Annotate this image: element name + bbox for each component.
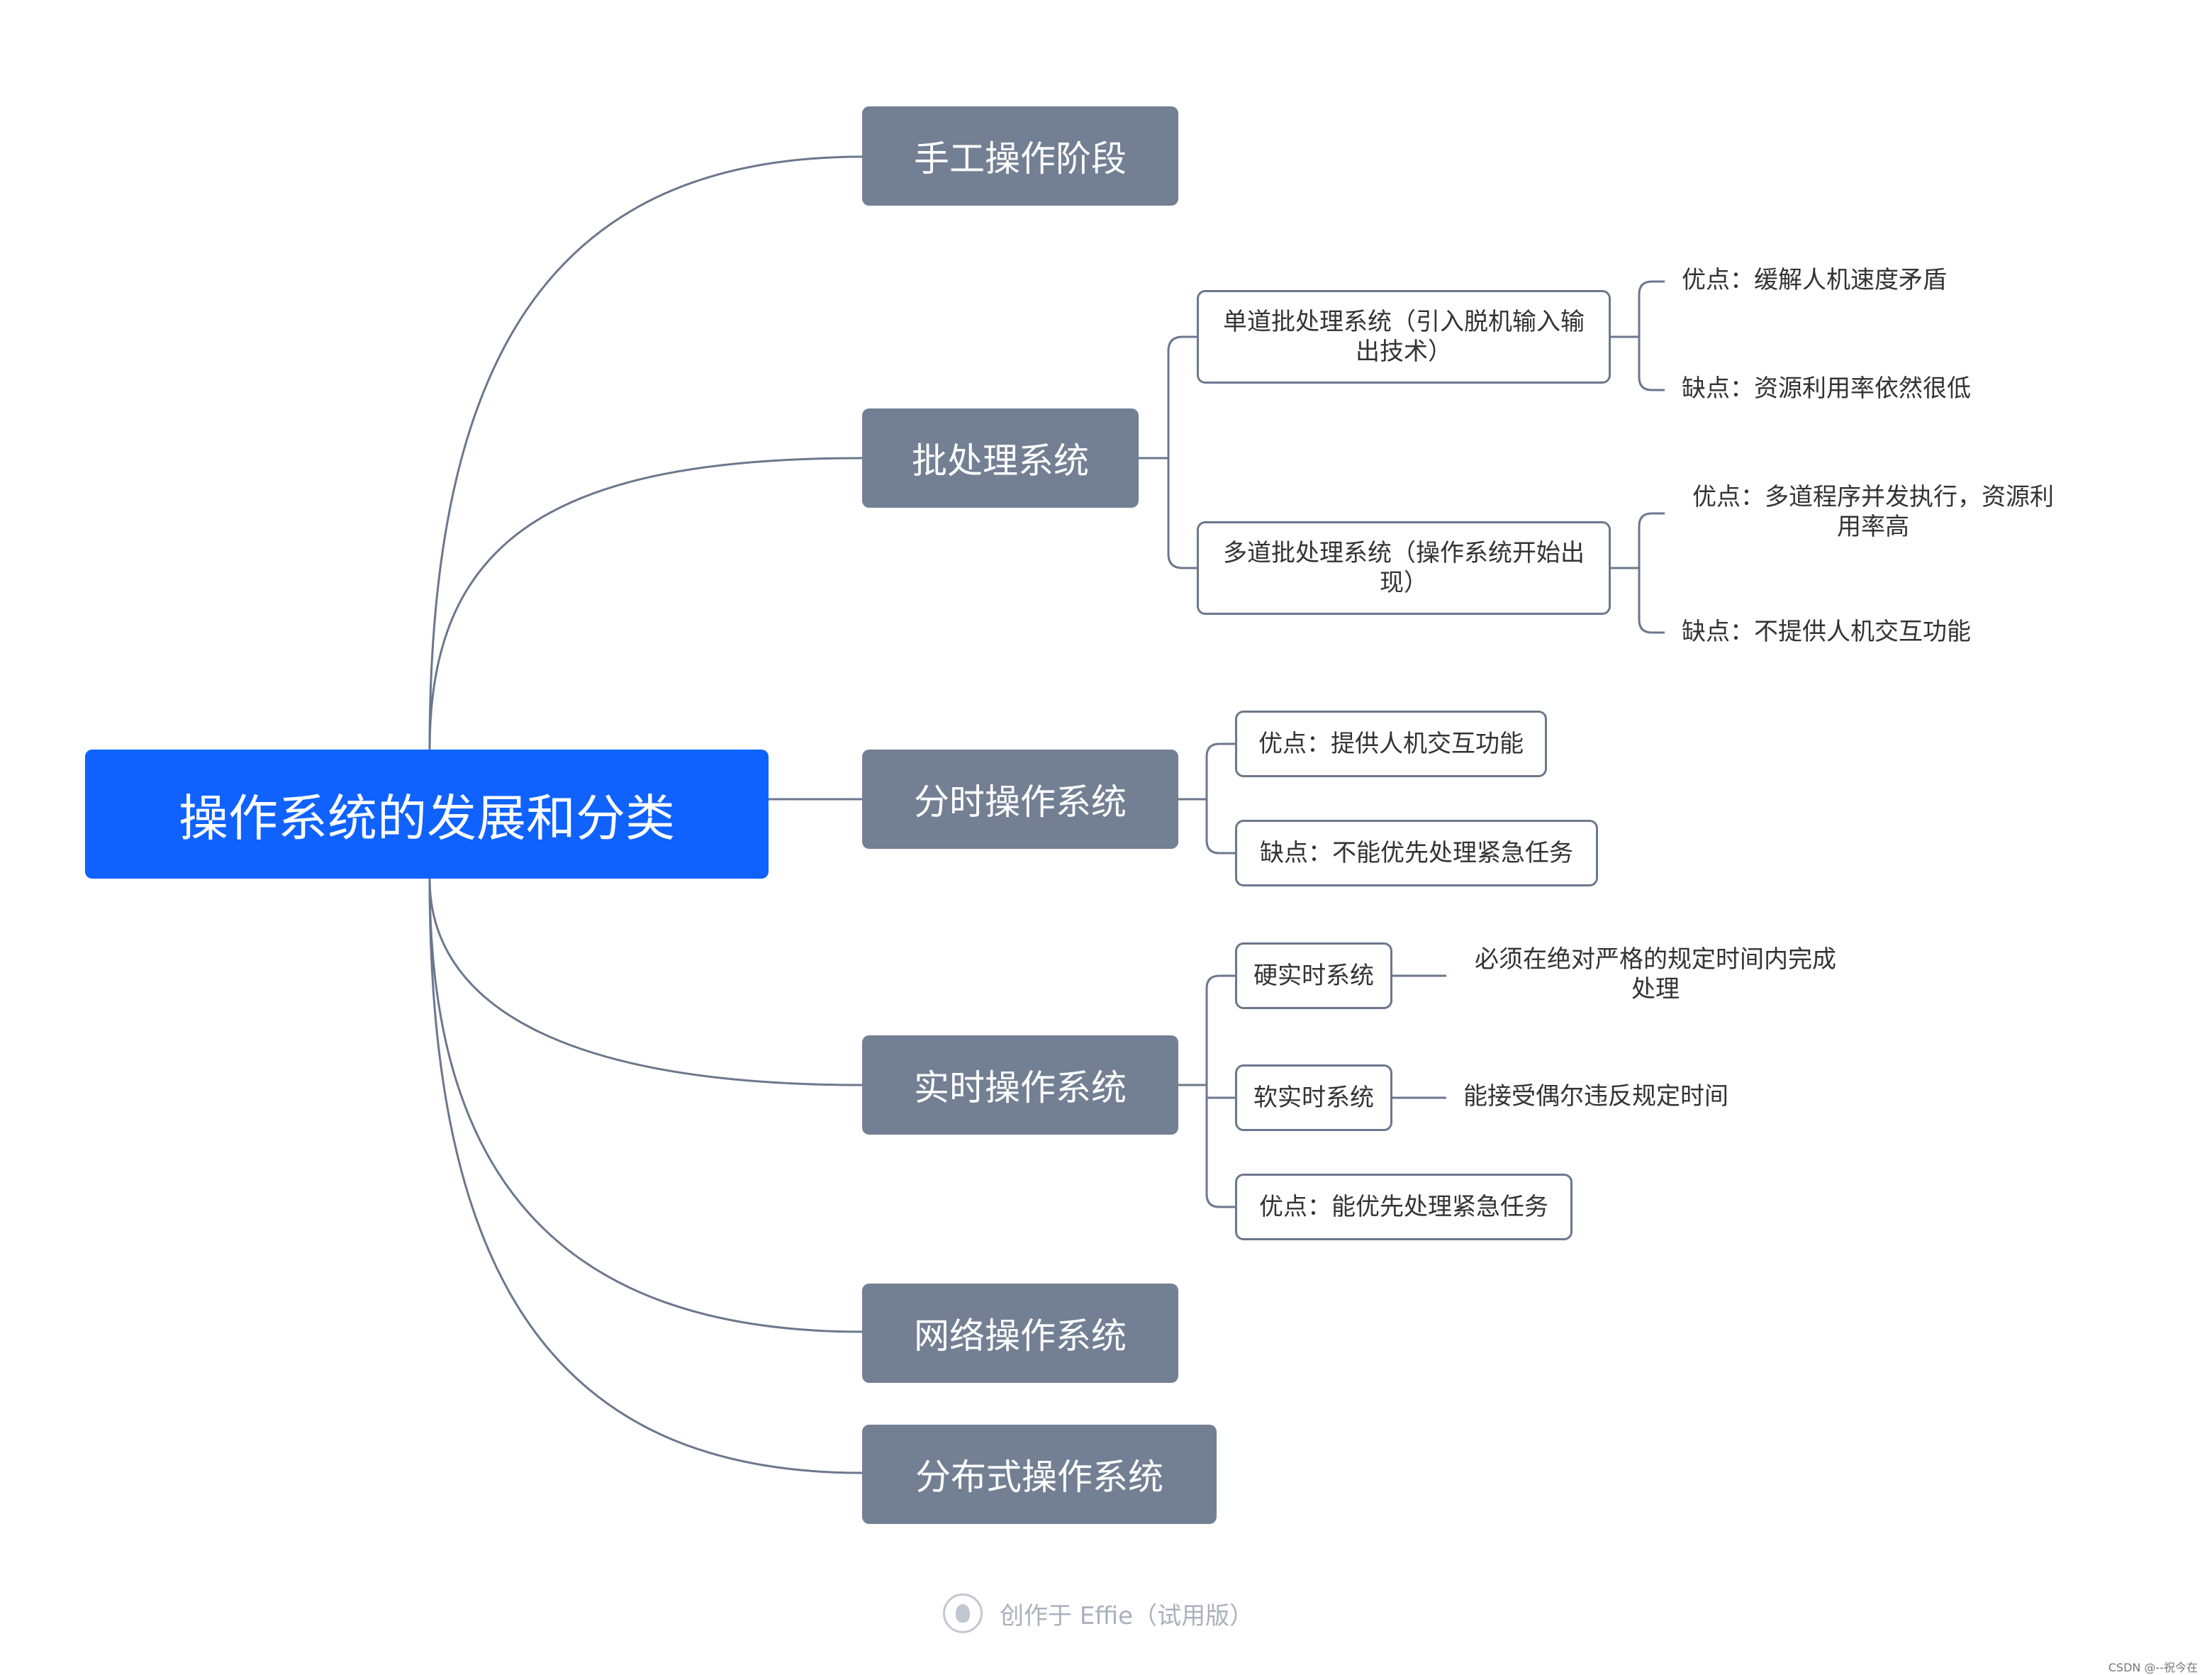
leaf-multi-pro-line2: 用率高 [1837, 513, 1909, 541]
link-multi-pro [1611, 512, 1665, 569]
leaf-single-con[interactable]: 缺点：资源利用率依然很低 [1682, 374, 1971, 403]
link-root-batch [428, 457, 863, 750]
leaf-multi-con[interactable]: 缺点：不提供人机交互功能 [1682, 618, 1971, 646]
link-root-distributed [428, 878, 863, 1474]
footer-credit: 创作于 Effie（试用版） [943, 1592, 1253, 1635]
leaf-multi-pro[interactable]: 优点：多道程序并发执行，资源利 用率高 [1675, 482, 2072, 542]
link-batch-single [1139, 335, 1197, 460]
node-hard-realtime[interactable]: 硬实时系统 [1235, 942, 1392, 1009]
link-realtime-soft [1205, 1085, 1235, 1099]
link-root-realtime [428, 878, 863, 1086]
leaf-hard-desc-line1: 必须在绝对严格的规定时间内完成 [1475, 945, 1836, 974]
branch-network[interactable]: 网络操作系统 [862, 1284, 1178, 1383]
root-topic[interactable]: 操作系统的发展和分类 [85, 750, 769, 879]
effie-logo-icon [943, 1593, 983, 1633]
branch-manual[interactable]: 手工操作阶段 [862, 106, 1178, 206]
link-root-network [428, 878, 863, 1333]
leaf-multi-pro-line1: 优点：多道程序并发执行，资源利 [1692, 483, 2054, 511]
node-multi-batch-line2: 现） [1380, 569, 1428, 597]
node-realtime-pro[interactable]: 优点：能优先处理紧急任务 [1235, 1174, 1573, 1240]
link-timeshare-pro [1178, 742, 1235, 801]
leaf-single-pro[interactable]: 优点：缓解人机速度矛盾 [1682, 266, 1947, 294]
node-multi-batch-line1: 多道批处理系统（操作系统开始出 [1223, 539, 1585, 567]
node-timeshare-pro[interactable]: 优点：提供人机交互功能 [1235, 711, 1547, 777]
leaf-soft-desc[interactable]: 能接受偶尔违反规定时间 [1463, 1082, 1728, 1111]
node-soft-realtime[interactable]: 软实时系统 [1235, 1064, 1392, 1131]
footer-text: 创作于 Effie（试用版） [1000, 1601, 1254, 1630]
node-single-batch[interactable]: 单道批处理系统（引入脱机输入输 出技术） [1197, 290, 1611, 384]
link-realtime-hard [1178, 974, 1235, 1086]
branch-timeshare[interactable]: 分时操作系统 [862, 750, 1178, 849]
branch-batch[interactable]: 批处理系统 [862, 408, 1139, 508]
link-realtime-pro [1205, 1085, 1235, 1208]
link-single-con [1638, 337, 1665, 391]
link-multi-con [1638, 568, 1665, 634]
node-multi-batch[interactable]: 多道批处理系统（操作系统开始出 现） [1197, 521, 1611, 615]
link-batch-multi [1167, 458, 1197, 569]
link-root-manual [428, 155, 863, 750]
leaf-hard-desc-line2: 处理 [1631, 975, 1680, 1003]
node-single-batch-line1: 单道批处理系统（引入脱机输入输 [1223, 308, 1585, 336]
link-single-pro [1611, 280, 1665, 338]
link-timeshare-con [1205, 799, 1235, 855]
branch-realtime[interactable]: 实时操作系统 [862, 1035, 1178, 1135]
node-single-batch-line2: 出技术） [1356, 338, 1452, 366]
branch-distributed[interactable]: 分布式操作系统 [862, 1425, 1217, 1524]
watermark: CSDN @--祝今在 [2108, 1661, 2198, 1674]
node-timeshare-con[interactable]: 缺点：不能优先处理紧急任务 [1235, 820, 1598, 886]
leaf-hard-desc[interactable]: 必须在绝对严格的规定时间内完成 处理 [1453, 945, 1858, 1004]
